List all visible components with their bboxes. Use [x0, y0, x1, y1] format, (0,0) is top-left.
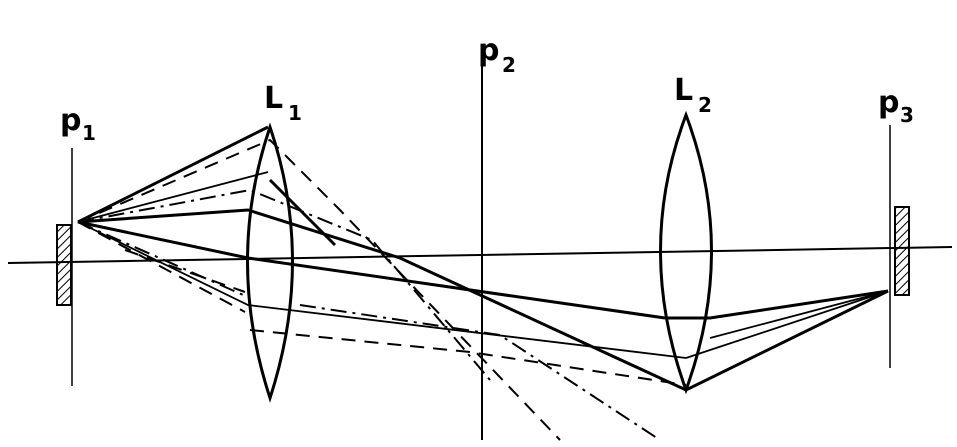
label-p3: p 3 — [878, 85, 914, 127]
svg-text:3: 3 — [900, 103, 914, 127]
svg-text:1: 1 — [288, 101, 302, 125]
svg-text:p: p — [878, 85, 899, 120]
object-plate-p1 — [56, 224, 72, 306]
svg-text:1: 1 — [82, 121, 96, 145]
svg-text:2: 2 — [502, 53, 516, 77]
thin-rays — [77, 171, 889, 359]
image-plate-p3 — [894, 206, 910, 296]
svg-text:p: p — [478, 33, 499, 68]
label-l1: L 1 — [264, 81, 302, 125]
svg-text:2: 2 — [698, 93, 712, 117]
label-p2: p 2 — [478, 33, 516, 77]
svg-text:L: L — [264, 81, 283, 116]
label-p1: p 1 — [60, 103, 96, 145]
svg-text:p: p — [60, 103, 81, 138]
solid-rays — [77, 125, 889, 392]
dash-dot-rays — [77, 188, 661, 441]
dashed-rays — [77, 138, 687, 441]
svg-text:L: L — [674, 73, 693, 108]
label-l2: L 2 — [674, 73, 712, 117]
